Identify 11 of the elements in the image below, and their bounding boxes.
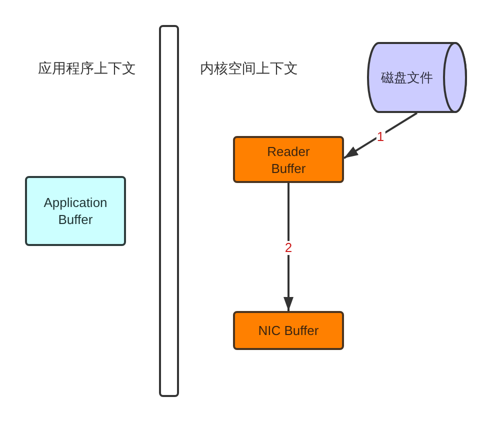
section-label: 内核空间上下文 (200, 59, 298, 77)
process-box: Reader Buffer (233, 136, 344, 183)
edge-label: 1 (376, 130, 386, 144)
storage-cylinder: 磁盘文件 (367, 42, 467, 113)
arrow (343, 112, 418, 159)
process-box: Application Buffer (25, 176, 126, 246)
process-box: NIC Buffer (233, 311, 344, 350)
arrow (284, 183, 294, 311)
divider-bar (159, 25, 179, 397)
section-label: 应用程序上下文 (38, 59, 136, 77)
edge-label: 2 (284, 241, 294, 255)
